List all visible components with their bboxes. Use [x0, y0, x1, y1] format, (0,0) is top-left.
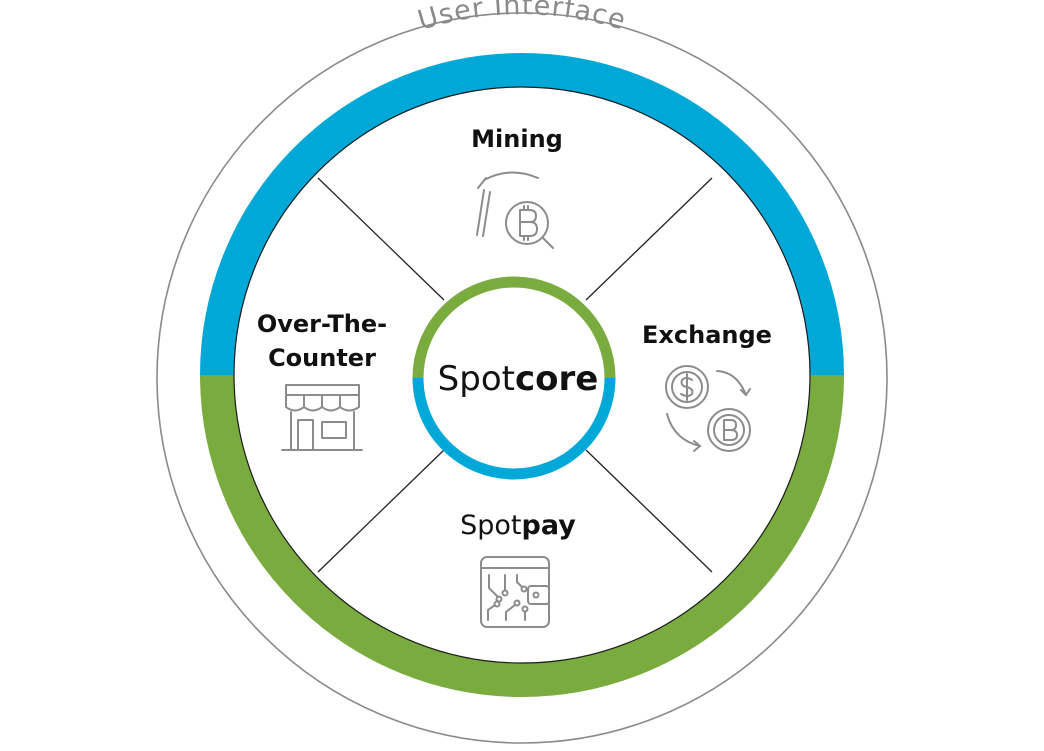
segment-title-spotpay: Spotpay: [460, 510, 576, 541]
storefront-icon: [281, 384, 363, 451]
divider-bottom-left: [317, 449, 445, 573]
ring-bottom-green: [200, 374, 844, 697]
ring-top-blue: [200, 53, 844, 376]
ring-inner-edge: [233, 86, 811, 664]
pickaxe-bitcoin-icon: [476, 171, 554, 249]
segment-title-mining: Mining: [471, 125, 563, 153]
center-label: Spotcore: [438, 359, 599, 399]
divider-bottom-right: [585, 449, 713, 573]
outer-boundary-circle: [156, 12, 888, 744]
segment-title-otc-line2: Counter: [268, 344, 376, 372]
segment-title-otc-line1: Over-The-: [257, 310, 387, 338]
divider-top-right: [585, 177, 713, 301]
center-ring-top-green: [412, 276, 616, 379]
segment-title-exchange: Exchange: [642, 321, 772, 349]
divider-top-left: [317, 177, 445, 301]
user-interface-label: User Interface: [414, 0, 629, 37]
currency-exchange-icon: [665, 365, 751, 452]
circuit-wallet-icon: [480, 556, 550, 628]
center-ring-bottom-blue: [412, 377, 616, 480]
